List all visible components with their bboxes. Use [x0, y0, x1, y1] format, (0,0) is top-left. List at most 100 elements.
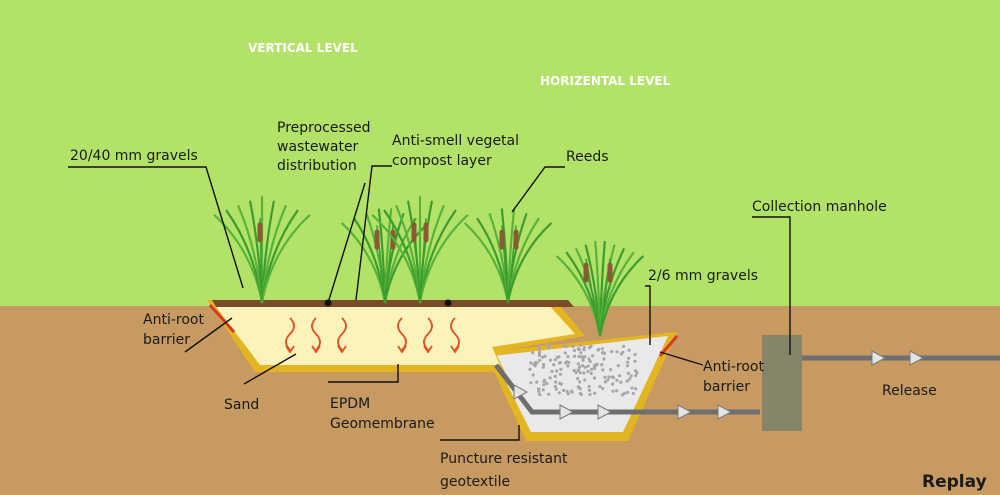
gravel-particle: [554, 380, 558, 384]
gravel-particle: [586, 369, 590, 373]
gravel-particle: [587, 357, 591, 361]
gravel-particle: [586, 364, 590, 368]
gravel-particle: [633, 359, 637, 363]
gravel-particle: [593, 366, 597, 371]
gravel-particle: [542, 378, 547, 382]
pipe-arrowhead: [513, 384, 529, 400]
gravel-particle: [593, 391, 597, 395]
gravel-particle: [534, 361, 538, 365]
gravel-particle: [578, 371, 582, 375]
gravel-particle: [537, 344, 541, 348]
gravel-particle: [562, 388, 566, 392]
gravel-particle: [592, 376, 597, 380]
gravel-particle: [581, 364, 585, 368]
gravel-particle: [528, 367, 532, 371]
gravel-particle: [552, 363, 556, 367]
gravel-particle: [558, 372, 563, 376]
gravel-particle: [596, 348, 600, 352]
gravel-particle: [529, 381, 533, 385]
label-2-6-gravels: 2/6 mm gravels: [648, 268, 758, 284]
gravel-particle: [578, 365, 582, 369]
gravel-particle: [634, 373, 638, 378]
gravel-particle: [579, 351, 583, 355]
gravel-particle: [626, 360, 630, 364]
gravel-particle: [630, 386, 634, 390]
gravel-particle: [558, 361, 563, 365]
label-puncture-1: Puncture resistant: [440, 451, 568, 467]
gravel-particle: [563, 351, 567, 355]
leader-lines: [68, 165, 791, 441]
gravel-particle: [554, 387, 558, 391]
gravel-particle: [600, 363, 604, 367]
gravel-particle: [628, 377, 632, 381]
flow-arrow: [397, 317, 407, 351]
gravel-particle: [619, 352, 623, 356]
gravel-particle: [550, 369, 554, 373]
label-collection-manhole: Collection manhole: [752, 199, 887, 215]
reed-leaf: [506, 222, 552, 304]
gravel-particle: [601, 386, 605, 391]
gravel-particle: [566, 364, 570, 368]
gravel-particle: [546, 343, 551, 347]
gravel-particle: [555, 369, 559, 373]
gravel-particle: [577, 386, 582, 390]
reed-seed-head: [583, 262, 589, 283]
gravel-particle: [615, 389, 619, 393]
gravel-particle: [538, 358, 542, 362]
flow-arrowhead: [423, 345, 433, 354]
reed-leaf: [260, 214, 311, 304]
gravel-particle: [541, 388, 545, 392]
gravel-particle: [529, 361, 533, 365]
horizontal-gravel-bed: [493, 336, 668, 432]
replay-button[interactable]: Replay: [922, 472, 987, 492]
label-reeds: Reeds: [566, 149, 609, 165]
gravel-particle: [588, 392, 592, 397]
pipe-arrowhead: [909, 350, 925, 366]
gravel-particle: [625, 364, 630, 368]
gravel-particle: [590, 367, 594, 371]
gravel-particle: [615, 350, 619, 354]
gravel-particle: [627, 348, 631, 352]
pipe-arrowhead: [871, 350, 887, 366]
gravel-particle: [576, 362, 580, 366]
flow-arrow: [311, 317, 321, 351]
gravel-particle: [536, 387, 541, 391]
flow-arrow: [423, 317, 433, 351]
reed-clump: [213, 195, 311, 304]
gravel-particle: [591, 354, 595, 358]
gravel-particle: [587, 388, 592, 392]
gravel-particle: [618, 374, 622, 378]
sand-bed: [214, 304, 575, 365]
gravel-particle: [626, 371, 631, 375]
gravel-particle: [558, 381, 562, 385]
gravel-particle: [581, 355, 585, 360]
distribution-point: [444, 299, 452, 307]
gravel-particle: [629, 374, 633, 378]
flow-arrowhead: [337, 345, 347, 354]
gravel-particle: [576, 347, 581, 351]
gravel-particle: [578, 380, 582, 384]
flow-arrowhead: [397, 345, 407, 354]
reed-seed-head: [499, 229, 505, 250]
gravel-particle: [626, 390, 630, 394]
gravel-particle: [564, 344, 569, 348]
gravel-particle: [627, 356, 631, 360]
gravel-particle: [622, 344, 626, 348]
label-preprocessed-3: distribution: [277, 158, 357, 174]
horizontal-level-caption: HORIZENTAL LEVEL: [540, 74, 671, 88]
pipe-arrowhead: [559, 404, 575, 420]
label-preprocessed-2: wastewater: [277, 139, 359, 155]
gravel-particle: [610, 350, 614, 354]
gravel-particle: [587, 384, 591, 389]
gravel-particle: [602, 351, 607, 355]
reed-leaf: [598, 255, 644, 337]
label-compost-2: compost layer: [392, 153, 492, 169]
gravel-particle: [595, 362, 599, 366]
gravel-particle: [548, 358, 553, 362]
gravel-particle: [611, 382, 615, 386]
gravel-particle: [553, 384, 557, 389]
gravel-particle: [616, 364, 620, 368]
gravel-particle: [631, 391, 635, 396]
gravel-particle: [572, 368, 576, 373]
flow-arrow: [337, 317, 347, 351]
